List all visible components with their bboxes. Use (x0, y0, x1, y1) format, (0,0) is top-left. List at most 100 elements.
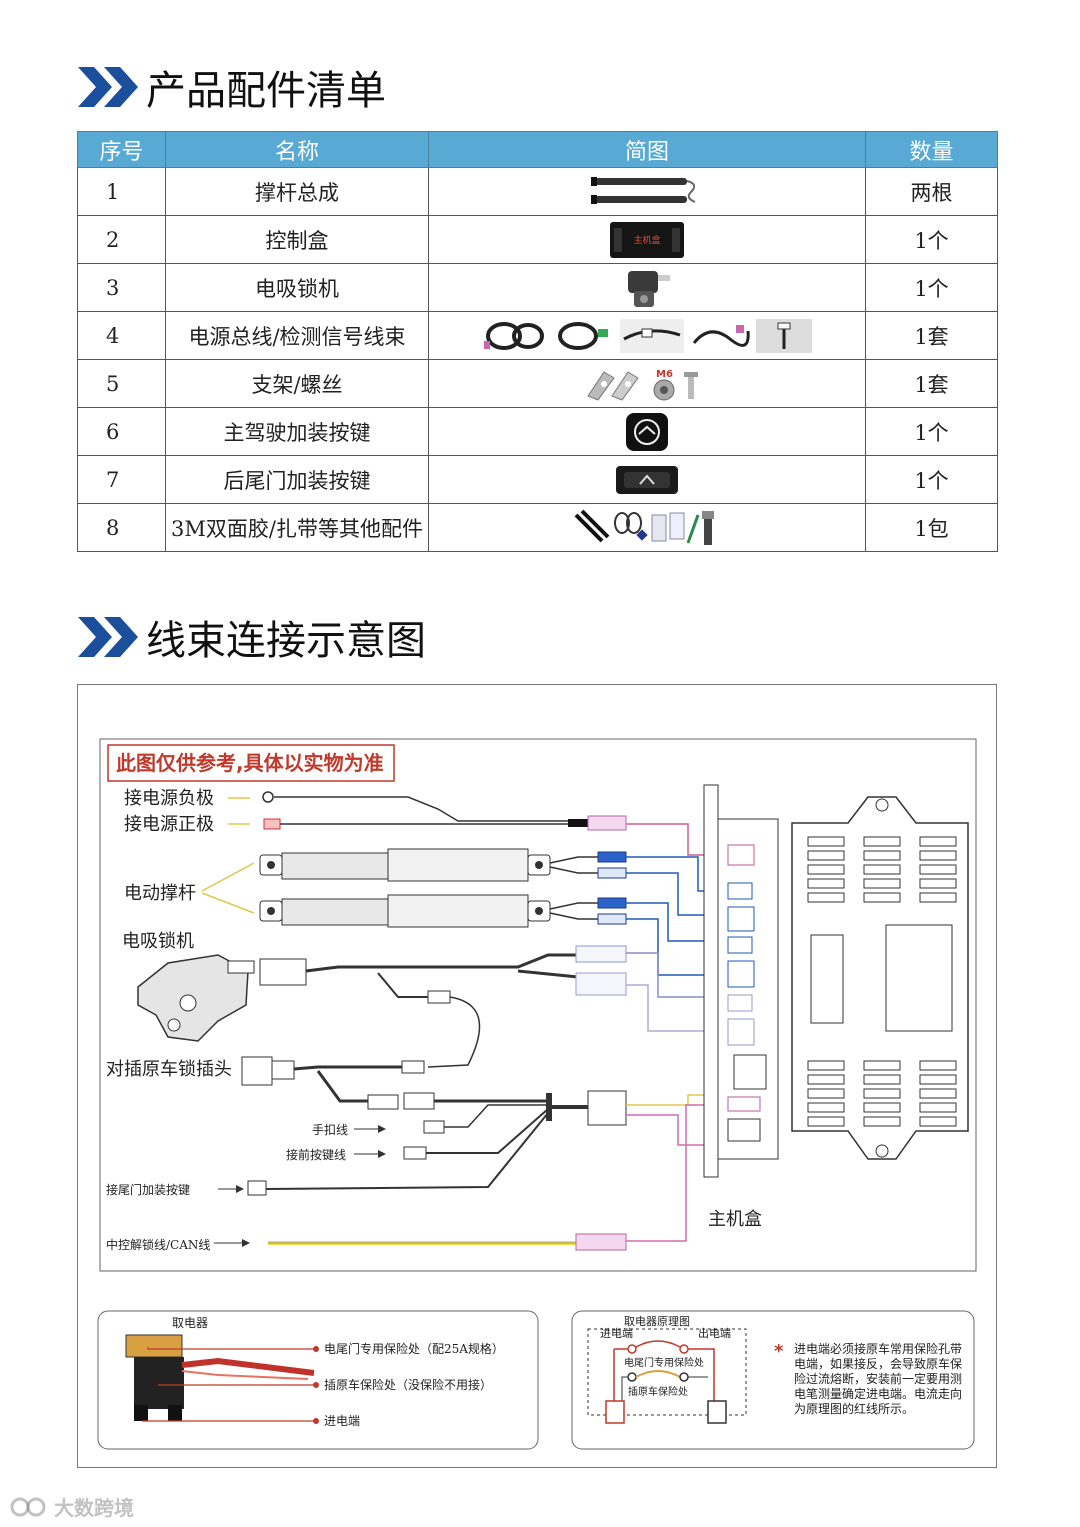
fuse-slot (807, 1088, 845, 1099)
fuse-label-2: 插原车保险处（没保险不用接） (324, 1377, 492, 1392)
row-image (428, 263, 866, 312)
fuse-slot (919, 850, 957, 861)
label-struts: 电动撑杆 (124, 883, 196, 904)
power-connector (587, 815, 627, 831)
spade-terminal-icon (263, 818, 281, 830)
fuse-slot (807, 1074, 845, 1085)
screw-image: M6 (650, 366, 710, 402)
fuse-slot (863, 1102, 901, 1113)
table-row: 6 主驾驶加装按键 1个 (77, 407, 998, 456)
row-name: 支架/螺丝 (165, 359, 429, 408)
principle-note-line: 为原理图的红线所示。 (794, 1401, 914, 1416)
parts-table: 序号 名称 简图 数量 1 撑杆总成 两根 2 控制盒 (77, 131, 998, 552)
fuse-slot (807, 1116, 845, 1127)
table-row: 4 电源总线/检测信号线束 1套 (77, 311, 998, 360)
original-plug-icon (241, 1056, 273, 1086)
fuse-slot (919, 1116, 957, 1127)
col-header-name: 名称 (165, 131, 429, 168)
control-box-thumb-label: 主机盒 (633, 234, 660, 246)
harness-image (620, 318, 684, 353)
col-header-image: 简图 (428, 131, 866, 168)
fuse-slots (807, 836, 957, 1127)
chevron-icon (78, 67, 138, 107)
table-row: 8 3M双面胶/扎带等其他配件 1包 (77, 503, 998, 552)
wiring-diagram: 此图仅供参考,具体以实物为准 接电源负极 接电源正极 电动撑杆 (97, 738, 977, 1450)
watermark-logo-icon (10, 1497, 46, 1516)
fuse-tap-drawing (125, 1334, 315, 1421)
fuse-slot (863, 1116, 901, 1127)
principle-in-end: 进电端 (600, 1327, 633, 1340)
label-tail-button: 接尾门加装按键 (106, 1182, 190, 1197)
principle-title: 取电器原理图 (624, 1315, 690, 1328)
fuse-slot (863, 878, 901, 889)
row-image: 主机盒 (428, 215, 866, 264)
harness-image (482, 319, 548, 353)
row-qty: 两根 (865, 167, 998, 216)
diagram-inner-frame (99, 738, 977, 1272)
fuse-tap-panel (97, 1310, 539, 1450)
fuse-slot (919, 892, 957, 903)
fuse-slot (807, 878, 845, 889)
fuse-slot (919, 1074, 957, 1085)
lock-connector (259, 958, 307, 986)
driver-button-image (624, 411, 670, 453)
fuse-slot (807, 864, 845, 875)
harness-connector (587, 1090, 627, 1126)
row-index: 2 (77, 215, 166, 264)
row-name: 电吸锁机 (165, 263, 429, 312)
harness-image (690, 319, 750, 353)
fuse-slot (919, 864, 957, 875)
fuse-slot (863, 1074, 901, 1085)
lock-image (620, 267, 674, 309)
row-image (428, 455, 866, 504)
fuse-slot (919, 1088, 957, 1099)
fuse-slot (919, 836, 957, 847)
accessories-image (572, 507, 722, 549)
wire-negative (274, 796, 568, 822)
fuse-label-1: 电尾门专用保险处（配25A规格） (324, 1341, 504, 1356)
fuse-slot (919, 1060, 957, 1071)
row-index: 7 (77, 455, 166, 504)
table-row: 5 支架/螺丝 M6 1套 (77, 359, 998, 408)
label-power-negative: 接电源负极 (124, 788, 214, 809)
strut-body (387, 848, 529, 882)
strut-body (281, 852, 393, 880)
fuse-slot (919, 1102, 957, 1113)
fuse-slot (863, 836, 901, 847)
row-image: M6 (428, 359, 866, 408)
section-title-wiring: 线束连接示意图 (78, 612, 426, 664)
table-row: 3 电吸锁机 1个 (77, 263, 998, 312)
label-lock: 电吸锁机 (122, 931, 194, 952)
row-qty: 1个 (865, 407, 998, 456)
fuse-slot (863, 864, 901, 875)
fuse-slot (863, 892, 901, 903)
principle-note-line: 电笔测量确定进电端。电流走向 (794, 1386, 962, 1401)
screw-thumb-label: M6 (656, 369, 673, 380)
fuse-slot (807, 892, 845, 903)
row-name: 撑杆总成 (165, 167, 429, 216)
row-name: 3M双面胶/扎带等其他配件 (165, 503, 429, 552)
tailgate-button-image (614, 464, 680, 496)
principle-note-line: 险过流熔断，安装前一定要用测 (794, 1371, 962, 1386)
can-connector (575, 1233, 627, 1251)
principle-panel (571, 1310, 975, 1450)
table-row: 2 控制盒 主机盒 1个 (77, 215, 998, 264)
col-header-index: 序号 (77, 131, 166, 168)
fuse-slot (863, 1088, 901, 1099)
wiring-diagram-frame: 此图仅供参考,具体以实物为准 接电源负极 接电源正极 电动撑杆 (77, 684, 997, 1468)
row-image (428, 167, 866, 216)
label-power-positive: 接电源正极 (124, 814, 214, 835)
row-index: 6 (77, 407, 166, 456)
fuse-slot (807, 850, 845, 861)
row-image (428, 311, 866, 360)
fuse-slot (919, 878, 957, 889)
row-name: 电源总线/检测信号线束 (165, 311, 429, 360)
section-title-parts-list: 产品配件清单 (78, 62, 386, 114)
label-front-button: 接前按键线 (286, 1147, 346, 1162)
ring-terminal-icon (262, 791, 274, 803)
fuse-slot (807, 1102, 845, 1113)
table-row: 7 后尾门加装按键 1个 (77, 455, 998, 504)
row-qty: 1套 (865, 311, 998, 360)
principle-fuse-2: 插原车保险处 (628, 1385, 688, 1398)
harness-image (554, 319, 614, 353)
